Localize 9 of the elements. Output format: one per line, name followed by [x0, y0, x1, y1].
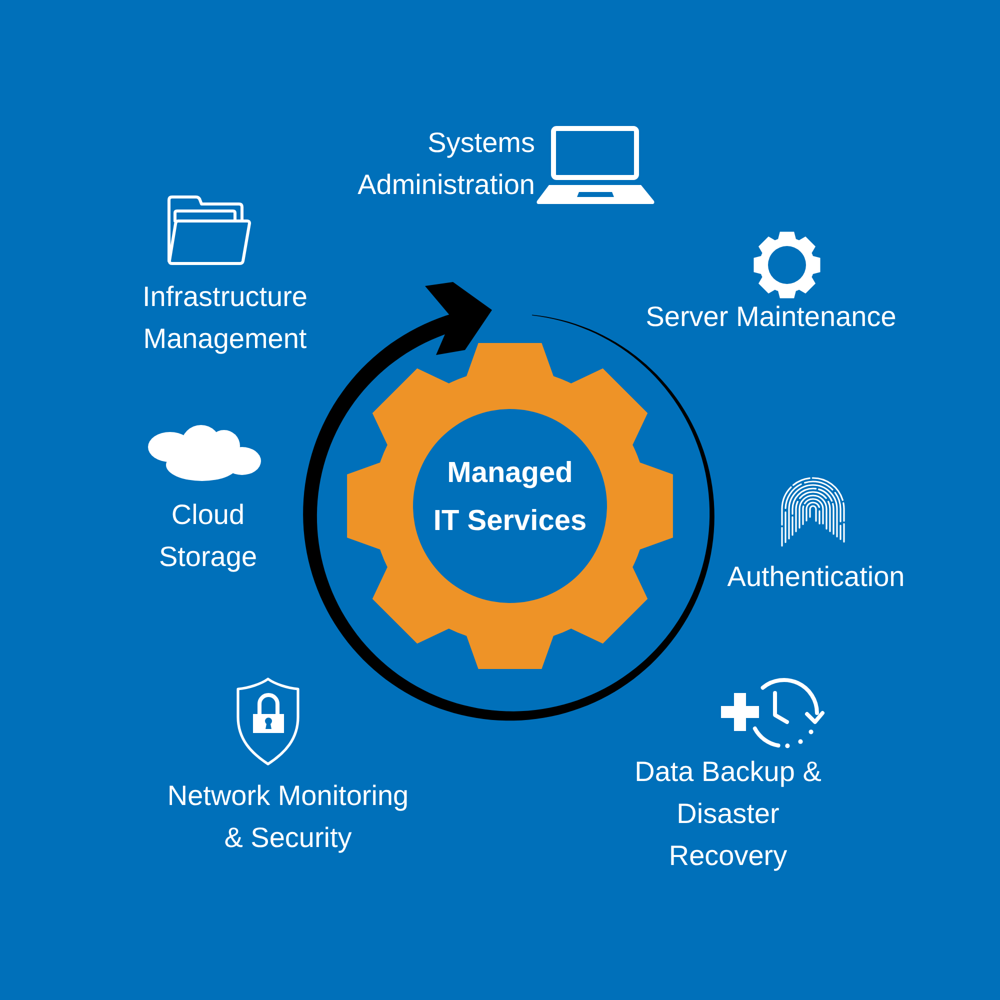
service-label: Cloud Storage	[158, 498, 258, 574]
service-label: Server Maintenance	[644, 300, 898, 334]
hub-label: Managed IT Services	[432, 456, 588, 539]
service-label: Systems Administration	[356, 126, 535, 202]
service-label: Authentication	[726, 560, 906, 594]
gear-shape	[344, 340, 676, 672]
service-label: Network Monitoring & Security	[166, 779, 410, 855]
service-label: Data Backup & Disaster Recovery	[634, 755, 822, 873]
service-label: Infrastructure Management	[142, 280, 308, 356]
